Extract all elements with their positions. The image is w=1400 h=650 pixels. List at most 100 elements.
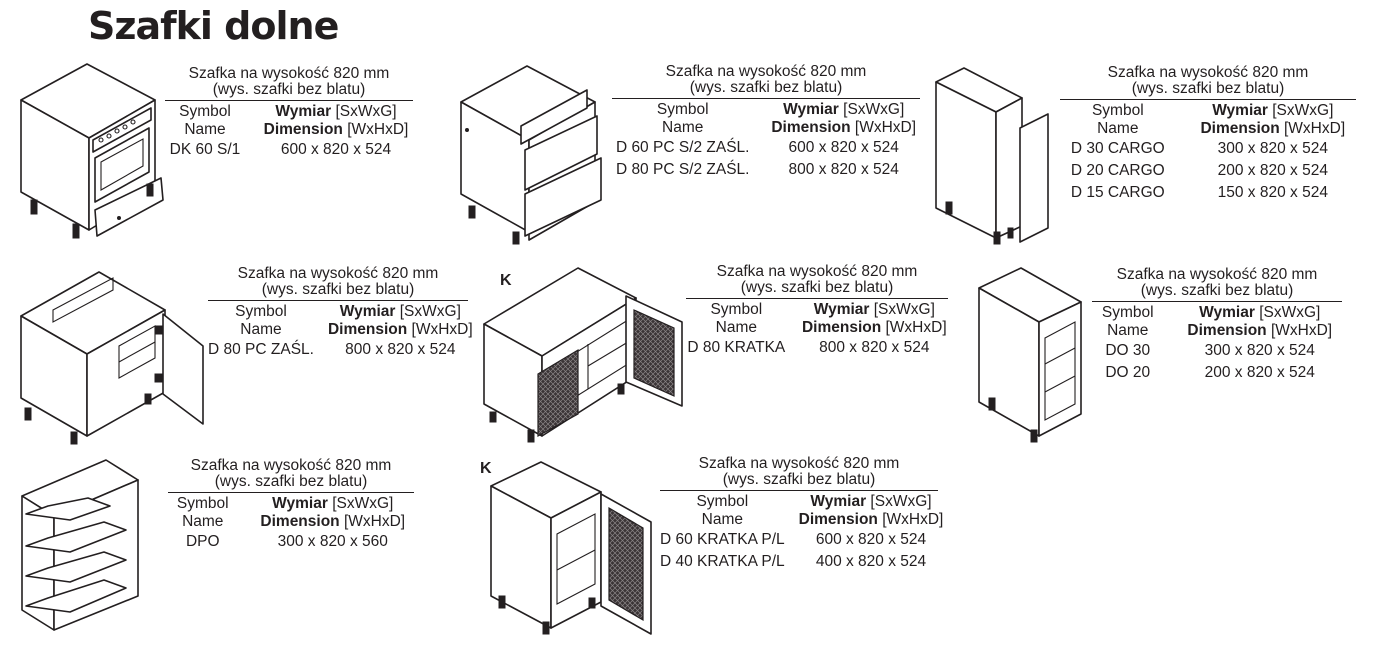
product-code: D 80 PC S/2 ZAŚL. [615,161,750,178]
page-title: Szafki dolne [88,4,339,48]
wymiar-label: Wymiar [272,495,328,512]
spec-table-4: Szafka na wysokość 820 mm (wys. szafki b… [208,265,473,361]
spec-heading-line2: (wys. szafki bez blatu) [722,471,876,488]
wymiar-units: [SxWxG] [1272,102,1334,119]
symbol-label: Symbol [176,495,229,512]
product-code: D 30 CARGO [1070,140,1165,157]
spec-heading-line2: (wys. szafki bez blatu) [740,279,894,296]
name-label: Name [182,513,224,530]
product-code: D 80 PC ZAŚL. [208,341,314,358]
dimension-units: [WxHxD] [343,513,406,530]
wymiar-label: Wymiar [339,303,396,320]
spec-heading-line1: Szafka na wysokość 820 mm [665,63,867,80]
name-label: Name [184,121,226,138]
k-mark: K [500,272,512,289]
wymiar-label: Wymiar [1199,304,1255,321]
cabinet-open-shelf-icon [978,267,1082,443]
spec-divider [165,100,413,101]
product-size: 200 x 820 x 524 [1204,364,1315,381]
cabinet-lattice-double-icon [483,267,683,443]
spec-divider [686,298,948,299]
cabinet-corner-shelf-icon [21,459,139,631]
symbol-label: Symbol [235,303,287,320]
spec-divider [612,98,920,99]
dimension-units: [WxHxD] [882,511,944,528]
product-code: D 60 KRATKA P/L [660,531,785,548]
product-size: 800 x 820 x 524 [345,341,456,358]
dimension-label: Dimension [771,119,851,136]
wymiar-label: Wymiar [813,301,870,318]
dimension-units: [WxHxD] [885,319,947,336]
spec-heading-line1: Szafka na wysokość 820 mm [237,265,439,282]
spec-divider [208,300,468,301]
wymiar-units: [SxWxG] [843,101,905,118]
product-code: DK 60 S/1 [169,141,241,158]
product-code: DO 20 [1105,364,1151,381]
product-code: D 80 KRATKA [687,339,786,356]
product-size: 800 x 820 x 524 [819,339,930,356]
wymiar-units: [SxWxG] [332,495,394,512]
dimension-label: Dimension [1187,322,1267,339]
product-size: 150 x 820 x 524 [1217,184,1328,201]
wymiar-label: Wymiar [783,101,839,118]
cabinet-cargo-icon [935,67,1049,245]
symbol-label: Symbol [1091,102,1144,119]
spec-table-3: Szafka na wysokość 820 mm (wys. szafki b… [1060,65,1356,204]
product-size: 300 x 820 x 524 [1204,342,1315,359]
spec-heading-line2: (wys. szafki bez blatu) [1131,80,1285,97]
spec-table-6: Szafka na wysokość 820 mm (wys. szafki b… [1092,267,1342,384]
dimension-units: [WxHxD] [411,321,473,338]
cabinet-drawers-icon [460,65,602,245]
name-label: Name [240,321,282,338]
product-size: 300 x 820 x 560 [277,533,388,550]
symbol-label: Symbol [179,103,231,120]
dimension-label: Dimension [801,319,882,336]
spec-heading-line1: Szafka na wysokość 820 mm [1107,64,1309,81]
wymiar-label: Wymiar [275,103,332,120]
product-size: 600 x 820 x 524 [815,531,927,548]
symbol-label: Symbol [656,101,709,118]
product-code: DPO [185,533,220,550]
name-label: Name [701,511,743,528]
spec-heading-line1: Szafka na wysokość 820 mm [716,263,918,280]
k-mark: K [480,460,492,477]
product-size: 200 x 820 x 524 [1217,162,1328,179]
dimension-units: [WxHxD] [347,121,409,138]
spec-divider [660,490,938,491]
spec-table-2: Szafka na wysokość 820 mm (wys. szafki b… [612,64,920,181]
spec-table-8: Szafka na wysokość 820 mm (wys. szafki b… [660,456,943,573]
dimension-units: [WxHxD] [1270,322,1333,339]
product-code: D 15 CARGO [1070,184,1165,201]
spec-table-7: Szafka na wysokość 820 mm (wys. szafki b… [168,458,414,553]
cabinet-lattice-single-icon [490,461,652,635]
wymiar-label: Wymiar [810,493,867,510]
symbol-label: Symbol [1101,304,1154,321]
symbol-label: Symbol [710,301,763,318]
product-code: DO 30 [1105,342,1151,359]
wymiar-units: [SxWxG] [399,303,461,320]
spec-heading-line1: Szafka na wysokość 820 mm [1116,266,1318,283]
spec-heading-line2: (wys. szafki bez blatu) [214,473,368,490]
spec-heading-line1: Szafka na wysokość 820 mm [190,457,392,474]
dimension-label: Dimension [327,321,408,338]
symbol-label: Symbol [696,493,749,510]
product-size: 400 x 820 x 524 [815,553,927,570]
spec-heading-line2: (wys. szafki bez blatu) [261,281,415,298]
dimension-label: Dimension [1200,120,1280,137]
dimension-label: Dimension [260,513,340,530]
spec-divider [168,492,414,493]
spec-heading-line2: (wys. szafki bez blatu) [1140,282,1294,299]
product-size: 600 x 820 x 524 [788,139,899,156]
spec-divider [1092,301,1342,302]
name-label: Name [1097,120,1139,137]
name-label: Name [715,319,757,336]
name-label: Name [1107,322,1149,339]
spec-heading-line1: Szafka na wysokość 820 mm [188,65,390,82]
wymiar-units: [SxWxG] [335,103,397,120]
product-size: 300 x 820 x 524 [1217,140,1328,157]
cabinet-oven-icon [20,63,164,239]
spec-heading-line2: (wys. szafki bez blatu) [212,81,366,98]
spec-heading-line2: (wys. szafki bez blatu) [689,79,843,96]
dimension-units: [WxHxD] [854,119,917,136]
product-size: 800 x 820 x 524 [788,161,899,178]
